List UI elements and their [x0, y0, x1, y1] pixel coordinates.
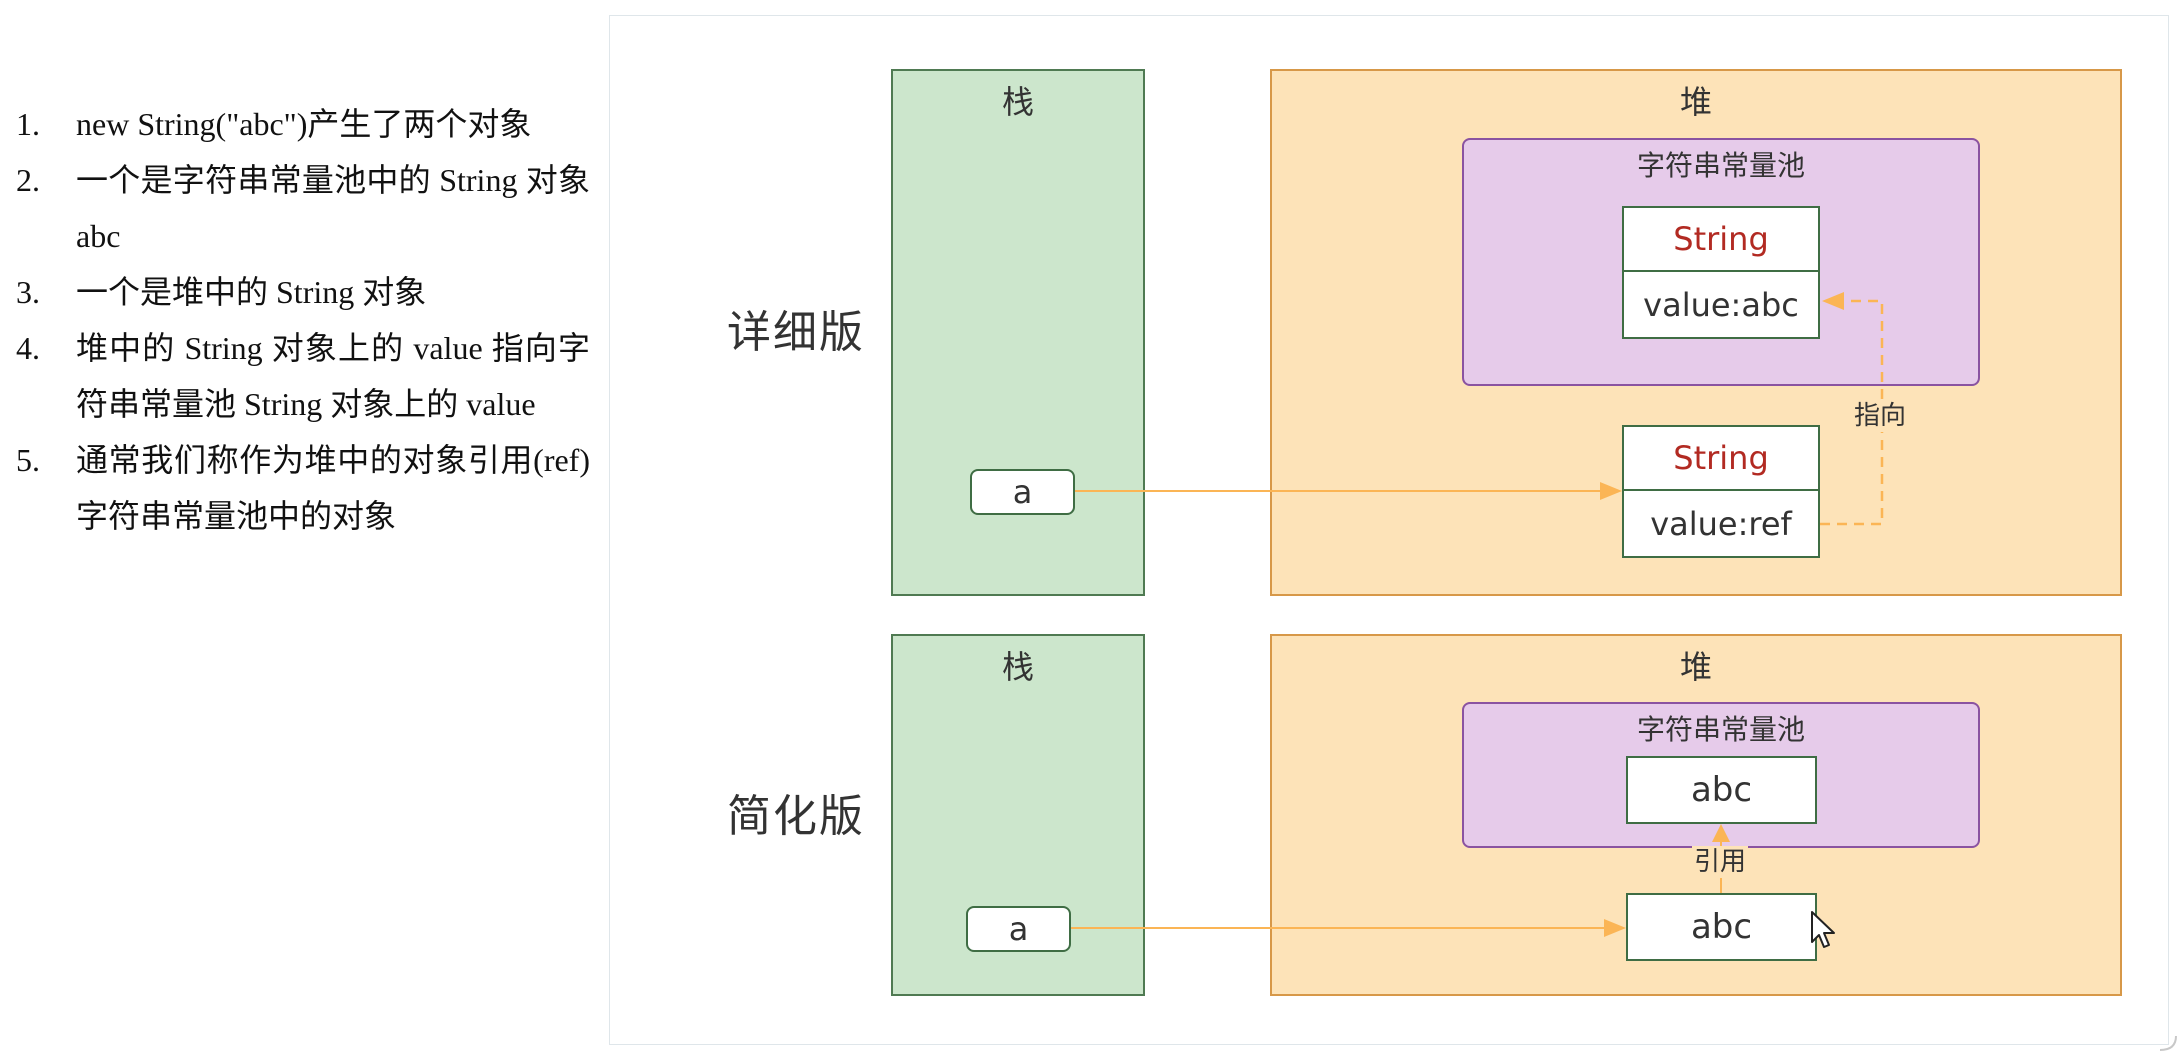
object-value: abc — [1690, 770, 1753, 810]
note-item: 2. 一个是字符串常量池中的 String 对象 abc — [0, 152, 590, 264]
note-item: 1. new String("abc")产生了两个对象 — [0, 96, 590, 152]
detailed-variable-a: a — [970, 469, 1075, 515]
mouse-cursor-icon — [1811, 911, 1835, 948]
simplified-variable-a: a — [966, 906, 1071, 952]
object-type: String — [1624, 427, 1818, 491]
note-item: 3. 一个是堆中的 String 对象 — [0, 264, 590, 320]
pool-title: 字符串常量池 — [1636, 713, 1805, 746]
object-field: value:abc — [1643, 285, 1799, 324]
note-number: 4. — [16, 330, 40, 366]
heap-abc-object: abc — [1626, 893, 1817, 961]
pool-string-object: String value:abc — [1622, 206, 1820, 339]
note-item: 5. 通常我们称作为堆中的对象引用(ref)字符串常量池中的对象 — [0, 432, 590, 544]
note-text: 一个是堆中的 String 对象 — [76, 274, 427, 310]
object-value: abc — [1690, 907, 1753, 947]
note-number: 3. — [16, 274, 40, 310]
detailed-stack-region: 栈 — [891, 69, 1145, 596]
note-item: 4. 堆中的 String 对象上的 value 指向字符串常量池 String… — [0, 320, 590, 432]
pool-abc-object: abc — [1626, 756, 1817, 824]
heap-title: 堆 — [1679, 83, 1712, 121]
detailed-version-label: 详细版 — [727, 307, 865, 358]
note-number: 5. — [16, 442, 40, 478]
notes-list: 1. new String("abc")产生了两个对象 2. 一个是字符串常量池… — [0, 96, 590, 544]
note-text: 堆中的 String 对象上的 value 指向字符串常量池 String 对象… — [76, 330, 590, 422]
points-to-label: 指向 — [1852, 400, 1909, 432]
note-number: 2. — [16, 162, 40, 198]
reference-label: 引用 — [1692, 846, 1749, 878]
heap-title: 堆 — [1679, 648, 1712, 686]
pool-title: 字符串常量池 — [1636, 149, 1805, 182]
stack-title: 栈 — [1001, 648, 1034, 686]
note-text: 通常我们称作为堆中的对象引用(ref)字符串常量池中的对象 — [76, 442, 590, 534]
stack-title: 栈 — [1001, 83, 1034, 121]
object-type: String — [1624, 208, 1818, 272]
note-text: 一个是字符串常量池中的 String 对象 abc — [76, 162, 590, 254]
object-field: value:ref — [1650, 504, 1792, 543]
note-text: new String("abc")产生了两个对象 — [76, 106, 532, 142]
heap-string-object: String value:ref — [1622, 425, 1820, 558]
simplified-version-label: 简化版 — [727, 791, 865, 842]
resize-corner-icon — [2159, 1035, 2177, 1051]
note-number: 1. — [16, 106, 40, 142]
